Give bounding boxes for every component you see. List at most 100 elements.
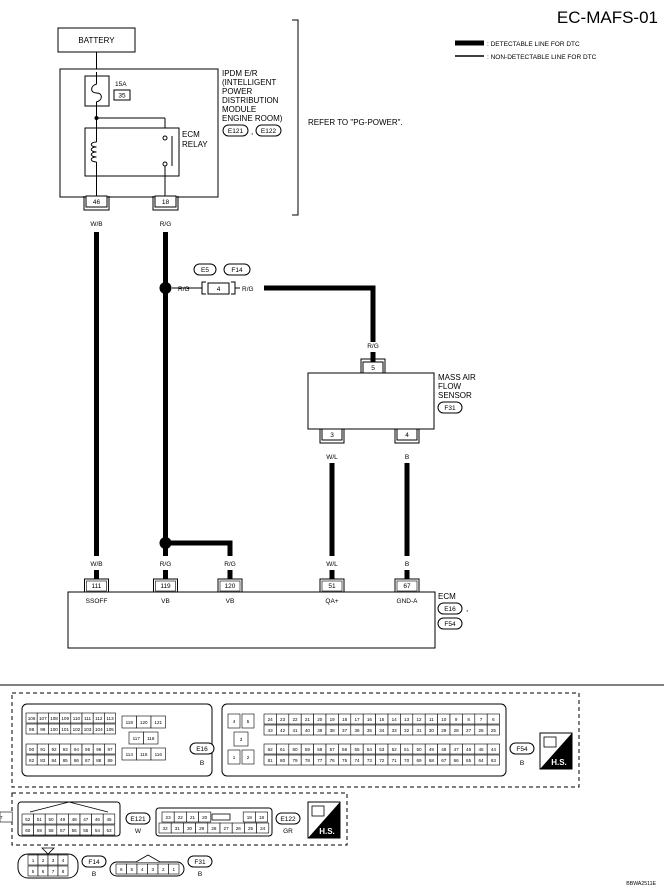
e122-pin-label: 19 (247, 815, 253, 820)
f54-pin-label: 2 (247, 755, 250, 760)
f14-pin-label: 7 (52, 869, 55, 874)
terminal-box (154, 195, 177, 208)
e122-pin-label: 21 (190, 815, 196, 820)
e16-pin-label: 88 (96, 758, 102, 763)
e122-pin-label: 18 (259, 815, 265, 820)
connector-tag-f14 (223, 263, 251, 276)
f54-pin-label: 56 (342, 747, 348, 752)
connector-tag-e121-view-text: E121 (130, 816, 146, 823)
connector-tag-f54-text: F54 (444, 621, 456, 628)
ipdm-label-5: MODULE (222, 105, 256, 114)
f54-pin-label: 62 (268, 747, 274, 752)
e122-pin-label: 23 (166, 815, 172, 820)
e16-pin-label: 100 (50, 727, 58, 732)
f54-pin-cell (486, 713, 500, 725)
e122-pin-label: 28 (211, 826, 217, 831)
f54-pin-label: 37 (342, 728, 348, 733)
e122-pin-label: 25 (248, 826, 254, 831)
f54-pin-label: 16 (367, 717, 373, 722)
diagram-code: BBWA2511E (626, 881, 656, 887)
ecm-terminal-number-cell (155, 580, 176, 592)
maf-label-1: MASS AIR (438, 373, 476, 382)
connector-separator: , (466, 604, 468, 613)
connector-tag-e16-text: E16 (444, 606, 456, 613)
f14-pin-label: 5 (32, 869, 35, 874)
e16-pin-label: 116 (155, 752, 163, 757)
connector-separator: , (251, 127, 253, 136)
f31-pin-cell (168, 863, 180, 875)
e16-pin-cell (150, 747, 166, 761)
connector-tag-e16-view-text: E16 (196, 746, 208, 753)
e122-pin-label: 22 (178, 815, 184, 820)
f54-pin-label: 61 (280, 747, 286, 752)
ecm-terminal-number-label: 120 (225, 583, 236, 590)
f31-key (135, 854, 161, 863)
e16-pin-label: 89 (107, 758, 113, 763)
e16-pin-label: 90 (29, 747, 35, 752)
connector-tag-f31-text: F31 (444, 405, 456, 412)
ecm-terminal-name: QA+ (325, 598, 338, 605)
f54-pin-cell (233, 731, 249, 747)
e121-pin-label: 59 (37, 828, 43, 833)
e16-pin-label: 111 (84, 716, 91, 721)
e16-pin-label: 113 (106, 716, 114, 721)
connector-tag-e122-text: E122 (261, 128, 277, 135)
f54-pin-label: 39 (317, 728, 323, 733)
e121-pin-label: 54 (95, 828, 101, 833)
f54-pin-label: 12 (416, 717, 422, 722)
f54-pin-cell (241, 749, 255, 765)
wire-color-label: W/B (90, 221, 102, 228)
battery-box (57, 27, 136, 53)
joint-terminal: 4 (217, 286, 221, 293)
f54-pin-label: 38 (330, 728, 336, 733)
wire-color-label: B (405, 561, 409, 568)
f14-pin-label: 6 (42, 869, 45, 874)
wire-color-label: B (405, 454, 409, 461)
e16-pin-cell (143, 731, 159, 745)
f14-pin-label: 2 (42, 858, 45, 863)
f54-pin-label: 76 (330, 758, 336, 763)
f54-pin-cell (486, 743, 500, 755)
e121-pin-label: 45 (106, 817, 112, 822)
fuse-number-box (113, 89, 131, 101)
f54-pin-label: 49 (429, 747, 435, 752)
f54-pin-label: 31 (416, 728, 422, 733)
e16-pin-label: 120 (140, 720, 148, 725)
f54-pin-label: 79 (292, 758, 298, 763)
maf-terminal-box (321, 428, 343, 441)
f54-pin-label: 11 (429, 717, 434, 722)
f54-pin-label: 70 (404, 758, 410, 763)
e122-pin-grid: 23222120191817323130292827262524 (0, 811, 270, 834)
e121-pin-cell (102, 824, 116, 836)
ecm-terminal-number-label: 51 (328, 583, 336, 590)
f14-pin-cell (57, 854, 69, 866)
f54-pin-cell (241, 713, 255, 729)
e121-pin-label: 48 (72, 817, 78, 822)
e122-pin-cell (0, 811, 13, 823)
ipdm-terminal-18: 18 (162, 199, 170, 206)
e16-pin-label: 110 (73, 716, 81, 721)
f14-pin-cell (57, 865, 69, 877)
connector-color-f14: B (92, 871, 96, 878)
ipdm-label-6: ENGINE ROOM) (222, 114, 283, 123)
f54-pin-label: 19 (330, 717, 336, 722)
connector-tag-f31 (437, 401, 463, 414)
f54-pin-label: 48 (441, 747, 447, 752)
wire-color-label: R/G (178, 286, 190, 293)
hs-mark-icon: H.S. (307, 801, 341, 839)
e121-pin-cell (102, 813, 116, 825)
ecm-box (67, 591, 436, 649)
connector-tag-e5-text: E5 (201, 267, 209, 274)
junction-dot (159, 282, 172, 294)
f54-pin-label: 58 (317, 747, 323, 752)
maf-label-3: SENSOR (438, 391, 472, 400)
page-title: EC-MAFS-01 (557, 8, 658, 27)
f54-pin-label: 57 (330, 747, 336, 752)
wire-color-label: R/G (224, 561, 236, 568)
f54-pin-label: 13 (404, 717, 410, 722)
e16-pin-label: 92 (51, 747, 57, 752)
maf-label-2: FLOW (438, 382, 462, 391)
